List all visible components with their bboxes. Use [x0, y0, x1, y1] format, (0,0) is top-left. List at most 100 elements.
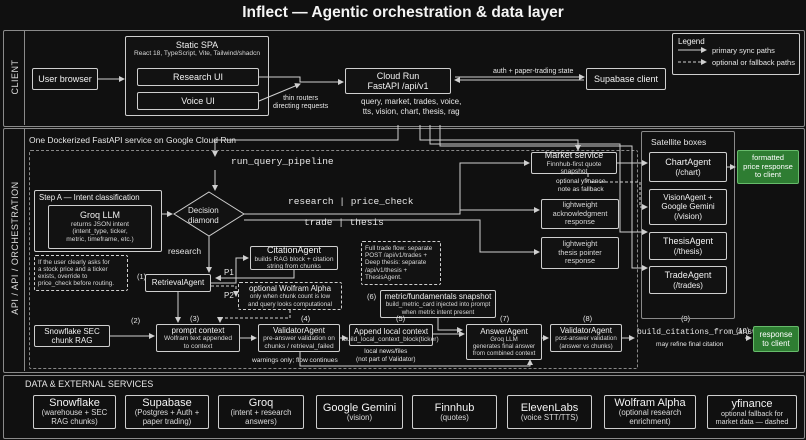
- legend-solid-label: primary sync paths: [712, 46, 775, 55]
- thesis-agent-title: ThesisAgent: [662, 236, 714, 247]
- research-label: research: [168, 246, 202, 256]
- local-news-label: local news/files (not part of Validator): [356, 348, 416, 363]
- trade-thesis-label: trade | thesis: [304, 217, 384, 228]
- retrieval-agent-label: RetrievalAgent: [151, 278, 205, 288]
- market-service-box[interactable]: Market service Finnhub-first quote snaps…: [531, 150, 617, 176]
- research-ui-box[interactable]: Research UI: [137, 68, 259, 86]
- retrieval-agent-box[interactable]: RetrievalAgent: [145, 274, 211, 292]
- client-band: [3, 30, 805, 127]
- user-browser-box[interactable]: User browser: [32, 68, 98, 90]
- research-ui-label: Research UI: [172, 71, 224, 82]
- auth-label: auth + paper-trading state: [493, 68, 574, 75]
- validator-post-sub: post-answer validation (answer vs chunks…: [555, 335, 617, 350]
- formatted-price-box[interactable]: formatted price response to client: [737, 150, 799, 184]
- chart-agent-box[interactable]: ChartAgent (/chart): [649, 152, 727, 182]
- trade-agent-sub: (/trades): [673, 280, 703, 290]
- supabase-client-box[interactable]: Supabase client: [586, 68, 666, 90]
- step-number: (4): [301, 314, 311, 323]
- answer-agent-box[interactable]: AnswerAgent Groq LLM generates final ans…: [466, 324, 542, 360]
- append-context-box[interactable]: Append local context build_local_context…: [343, 324, 439, 346]
- append-context-sub: build_local_context_block(ticker): [343, 335, 439, 343]
- groq-llm-sub: returns JSON intent (intent_type, ticker…: [66, 220, 134, 243]
- validator-post-box[interactable]: ValidatorAgent post-answer validation (a…: [550, 324, 622, 352]
- thesis-pointer-box: lightweight thesis pointer response: [541, 237, 619, 269]
- satellite-heading: Satellite boxes: [651, 137, 707, 147]
- wolfram-optional-box[interactable]: optional Wolfram Alpha only when chunk c…: [238, 282, 342, 310]
- legend: Legend: [672, 33, 800, 75]
- citation-agent-sub: builds RAG block + citation string from …: [254, 255, 334, 271]
- yfinance-note: optional yfinance note as fallback: [556, 178, 606, 193]
- ack-response-box: lightweight acknowledgment response: [541, 199, 619, 229]
- validator-pre-sub: pre-answer validation on chunks / retrie…: [263, 335, 335, 350]
- may-refine-label: may refine final citation: [656, 341, 724, 348]
- thesis-pointer-text: lightweight thesis pointer response: [558, 239, 602, 266]
- thin-routers-label: thin routers directing requests: [273, 95, 329, 111]
- research-price-label: research | price_check: [288, 196, 414, 207]
- service-name: yfinance: [731, 397, 773, 410]
- step-number: (2): [131, 316, 141, 325]
- api-band: [3, 128, 805, 373]
- service-name: ElevenLabs: [520, 401, 579, 414]
- metric-snapshot-title: metric/fundamentals snapshot: [384, 292, 492, 302]
- answer-agent-title: AnswerAgent: [480, 326, 528, 336]
- snowflake-rag-title: Snowflake SEC: [44, 326, 100, 336]
- append-context-title: Append local context: [353, 326, 429, 336]
- service-desc: (vision): [346, 412, 373, 422]
- service-desc: (intent + research answers): [230, 408, 292, 426]
- supabase-client-label: Supabase client: [593, 73, 659, 84]
- pipeline-label: run_query_pipeline: [231, 156, 334, 167]
- ack-response-text: lightweight acknowledgment response: [552, 200, 608, 227]
- market-service-sub: Finnhub-first quote snapshot: [546, 160, 602, 176]
- warnings-label: warnings only; flow continues: [252, 357, 338, 364]
- metric-snapshot-box[interactable]: metric/fundamentals snapshot build_metri…: [380, 290, 496, 318]
- snowflake-rag-box[interactable]: Snowflake SEC chunk RAG: [34, 325, 110, 347]
- service-elevenlabs: ElevenLabs(voice STT/TTS): [507, 395, 592, 429]
- trade-note: Full trade flow: separate POST /api/v1/t…: [361, 241, 441, 285]
- thesis-agent-box[interactable]: ThesisAgent (/thesis): [649, 232, 727, 260]
- service-name: Finnhub: [434, 401, 475, 414]
- client-divider: [24, 30, 25, 125]
- page-title: Inflect — Agentic orchestration & data l…: [242, 4, 564, 21]
- citation-agent-title: CitationAgent: [266, 245, 322, 256]
- cloud-run-routes: query, market, trades, voice, tts, visio…: [361, 97, 462, 116]
- build-citations-label: build_citations_from_answer: [637, 328, 767, 337]
- trade-note-text: Full trade flow: separate POST /api/v1/t…: [365, 244, 433, 281]
- service-desc: (quotes): [440, 412, 469, 422]
- cloud-run-title: Cloud Run: [376, 70, 420, 81]
- client-band-label: CLIENT: [10, 59, 20, 95]
- service-wolfram: Wolfram Alpha(optional research enrichme…: [604, 395, 696, 429]
- service-desc: (voice STT/TTS): [520, 412, 579, 422]
- service-name: Groq: [248, 397, 274, 410]
- voice-ui-label: Voice UI: [181, 95, 215, 106]
- cloud-run-box[interactable]: Cloud Run FastAPI /api/v1: [345, 68, 451, 94]
- vision-agent-box[interactable]: VisionAgent + Google Gemini (/vision): [649, 189, 727, 225]
- service-supabase: Supabase(Postgres + Auth + paper trading…: [125, 395, 209, 429]
- voice-ui-box[interactable]: Voice UI: [137, 92, 259, 110]
- response-to-client-text: response to client: [759, 329, 793, 348]
- step-number: (8): [583, 314, 593, 323]
- p2-label: P2: [224, 291, 234, 300]
- api-heading: One Dockerized FastAPI service on Google…: [29, 135, 236, 145]
- thesis-agent-sub: (/thesis): [673, 246, 703, 256]
- trade-agent-box[interactable]: TradeAgent (/trades): [649, 266, 727, 294]
- api-band-label: API / API / ORCHESTRATION: [10, 181, 20, 315]
- citation-agent-box[interactable]: CitationAgent builds RAG block + citatio…: [250, 245, 338, 271]
- service-groq: Groq(intent + research answers): [218, 395, 304, 429]
- step-number: (5): [396, 314, 406, 323]
- service-desc: (Postgres + Auth + paper trading): [134, 408, 200, 426]
- step-number: (7): [500, 314, 510, 323]
- prompt-context-box[interactable]: prompt context Wolfram text appended to …: [156, 324, 240, 352]
- data-heading: DATA & EXTERNAL SERVICES: [25, 379, 154, 389]
- response-to-client-box[interactable]: response to client: [753, 326, 799, 352]
- chart-agent-sub: (/chart): [675, 167, 701, 177]
- market-service-title: Market service: [544, 150, 604, 161]
- groq-llm-box[interactable]: Groq LLM returns JSON intent (intent_typ…: [48, 205, 152, 249]
- formatted-price-text: formatted price response to client: [743, 152, 793, 180]
- validator-pre-box[interactable]: ValidatorAgent pre-answer validation on …: [258, 324, 340, 352]
- legend-heading: Legend: [678, 37, 705, 46]
- prompt-context-sub: Wolfram text appended to context: [163, 335, 233, 350]
- wolfram-optional-sub: only when chunk count is low and query l…: [248, 293, 332, 308]
- vision-agent-sub: (/vision): [673, 211, 702, 221]
